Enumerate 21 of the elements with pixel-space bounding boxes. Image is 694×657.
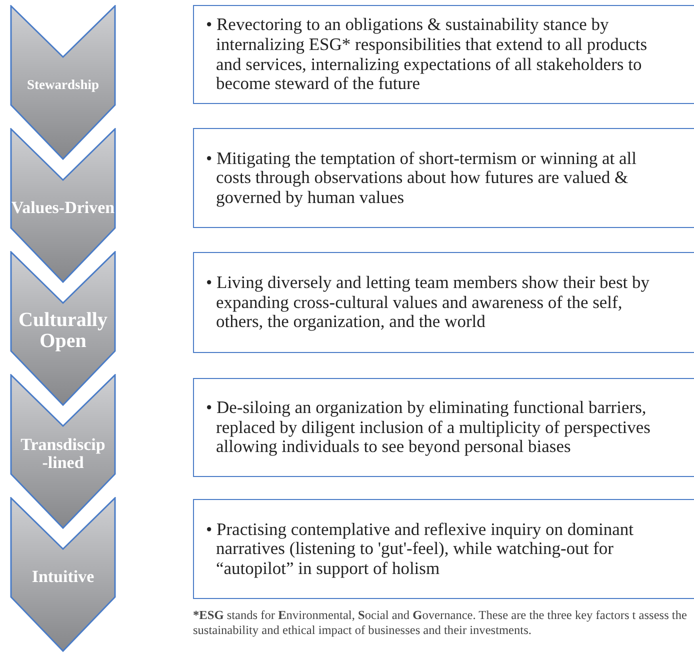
stage-label: Values-Driven bbox=[11, 199, 115, 217]
stage-label: Stewardship bbox=[27, 78, 99, 92]
bullet-text: • Mitigating the temptation of short-termism or winning at all costs through observations about how futures are valued & governed by human values bbox=[206, 148, 638, 208]
description-box bbox=[193, 128, 694, 228]
stage-label: Culturally Open bbox=[18, 310, 108, 352]
stage-label: Transdiscip -lined bbox=[20, 436, 106, 472]
process-step bbox=[10, 5, 116, 160]
process-step bbox=[10, 497, 116, 652]
process-step bbox=[10, 374, 116, 529]
description-box bbox=[193, 378, 694, 477]
process-step bbox=[10, 128, 116, 283]
process-step bbox=[10, 251, 116, 406]
bullet-text: • Practising contemplative and reflexive inquiry on dominant narratives (listening to 'gut'-feel), while watching-out for “autopilot” in support of holism bbox=[206, 520, 634, 578]
bullet-text: • Revectoring to an obligations & sustainability stance by internalizing ESG* responsibilities that extend to all products and services, internalizing expectations of all stakeholders to become steward of the future bbox=[206, 15, 648, 94]
bullet-text: • Living diversely and letting team members show their best by expanding cross-cultural values and awareness of the self, others, the organization, and the world bbox=[206, 273, 651, 332]
stage-label: Intuitive bbox=[32, 568, 94, 586]
description-box bbox=[193, 5, 694, 104]
bullet-text: • De-siloing an organization by eliminating functional barriers, replaced by diligent inclusion of a multiplicity of perspectives allowing individuals to see beyond personal biases bbox=[206, 398, 652, 457]
description-box bbox=[193, 252, 694, 353]
footnote: *ESG stands for Environmental, Social and Governance. These are the three key factors t assess the sustainability and ethical impact of businesses and their investments. bbox=[193, 608, 688, 639]
description-box bbox=[193, 499, 694, 599]
